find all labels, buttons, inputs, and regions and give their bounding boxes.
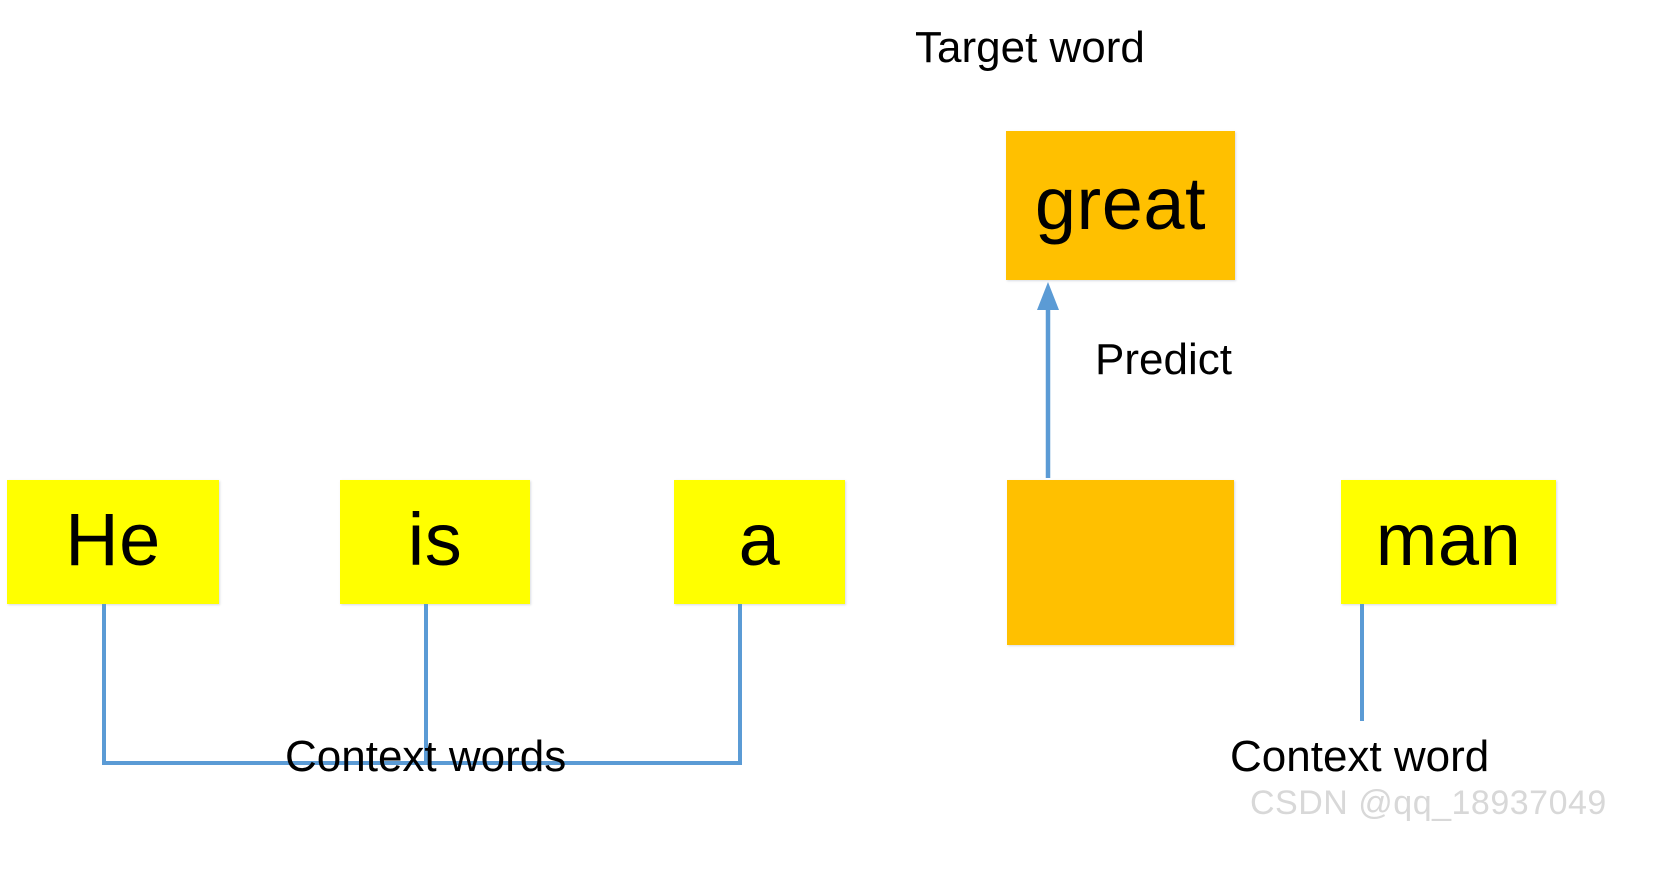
predict-label: Predict [1095,335,1232,384]
context-word-box-is-text: is [407,498,463,581]
connector-he-stem [102,604,106,765]
context-word-label: Context word [1230,732,1490,781]
context-word-box-man-text: man [1375,498,1522,581]
target-word-box-great-text: great [1034,161,1207,245]
target-word-box-great: great [1006,131,1235,280]
connector-is-stem [424,604,428,765]
connector-man-stem [1360,604,1364,721]
connector-context-bracket [102,761,742,765]
context-word-box-a: a [674,480,845,604]
predict-arrow-head [1037,282,1059,310]
context-word-box-he: He [7,480,219,604]
context-word-box-a-text: a [738,498,781,581]
connector-a-stem [738,604,742,765]
context-words-label: Context words [285,732,567,781]
target-word-label: Target word [915,23,1145,72]
predict-arrow [1037,282,1059,478]
context-word-box-man: man [1341,480,1556,604]
context-word-box-he-text: He [65,498,161,581]
context-word-box-is: is [340,480,530,604]
target-slot-box-blank [1007,480,1234,645]
watermark-text: CSDN @qq_18937049 [1250,784,1607,822]
